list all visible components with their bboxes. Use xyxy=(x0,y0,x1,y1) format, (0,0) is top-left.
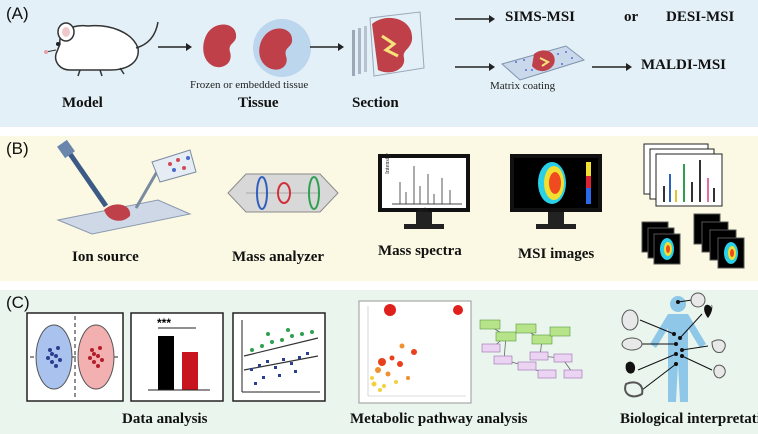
mass-spectra-label: Mass spectra xyxy=(378,243,462,259)
kidney-icon xyxy=(203,19,311,77)
data-analysis-label: Data analysis xyxy=(122,411,208,427)
ion-source-label: Ion source xyxy=(72,249,139,265)
arrow-icon xyxy=(592,63,632,71)
msi-images-label: MSI images xyxy=(518,246,595,262)
pca-plot-icon xyxy=(26,312,124,402)
or-label: or xyxy=(624,9,639,25)
mouse-icon xyxy=(44,21,159,77)
pathway-network-icon xyxy=(479,319,583,379)
significance-label: *** xyxy=(157,316,172,330)
mass-analyzer-label: Mass analyzer xyxy=(232,249,325,265)
maldi-msi-label: MALDI-MSI xyxy=(641,57,726,73)
msi-image-stack-icon xyxy=(641,213,745,269)
biological-interpretation-label: Biological interpretation xyxy=(620,411,758,427)
model-label: Model xyxy=(62,95,103,111)
panel-c: (C) *** Data analysis xyxy=(0,290,758,434)
tissue-section-icon xyxy=(352,11,425,77)
bubble-plot-icon xyxy=(358,300,472,404)
human-body-icon xyxy=(621,292,726,402)
arrow-icon xyxy=(455,15,495,23)
matrix-coating-note: Matrix coating xyxy=(490,80,556,92)
monitor-icon xyxy=(378,154,470,229)
monitor-icon xyxy=(510,154,602,229)
panel-c-label: (C) xyxy=(6,293,30,312)
arrow-icon xyxy=(158,43,192,51)
glass-slide-icon xyxy=(500,45,586,81)
panel-a: (A) Model Frozen or embedded tissue Tiss… xyxy=(0,0,758,127)
desi-msi-label: DESI-MSI xyxy=(666,9,735,25)
panel-b-label: (B) xyxy=(6,139,29,158)
arrow-icon xyxy=(455,63,495,71)
section-label: Section xyxy=(352,95,399,111)
scatter-plot-icon xyxy=(232,312,326,402)
panel-b: (B) Ion source Mass analyzer Intensity m… xyxy=(0,136,758,281)
sims-msi-label: SIMS-MSI xyxy=(505,9,576,25)
tissue-note: Frozen or embedded tissue xyxy=(190,79,309,91)
spectrum-xlabel: m/z xyxy=(418,206,428,214)
arrow-icon xyxy=(310,43,344,51)
metabolic-pathway-label: Metabolic pathway analysis xyxy=(350,411,528,427)
bar-chart-icon xyxy=(130,312,224,402)
panel-a-label: (A) xyxy=(6,4,29,23)
ion-source-icon xyxy=(56,139,197,235)
spectrum-ylabel: Intensity xyxy=(385,153,391,174)
mass-analyzer-icon xyxy=(227,173,339,213)
tissue-label: Tissue xyxy=(238,95,279,111)
spectra-stack-icon xyxy=(643,143,723,207)
